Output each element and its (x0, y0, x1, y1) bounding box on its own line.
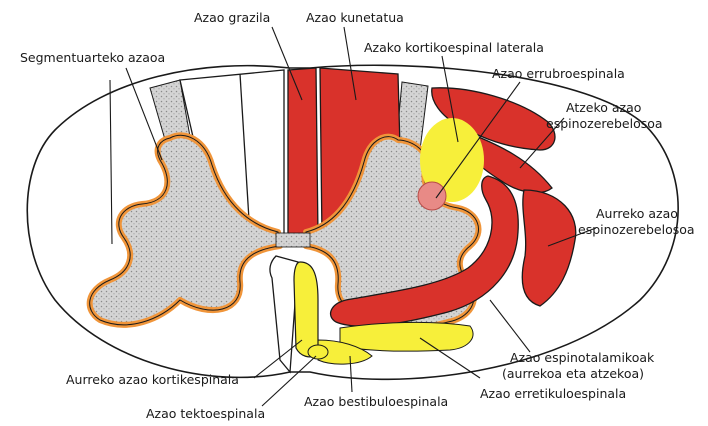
label-azao-kunetatua: Azao kunetatua (306, 10, 404, 25)
label-aurreko-kortikespinala: Aurreko azao kortikespinala (66, 372, 239, 387)
label-bestibuloespinala: Azao bestibuloespinala (304, 394, 448, 409)
label-atzeko-line1: Atzeko azao (566, 100, 641, 115)
gray-commissure (276, 233, 310, 247)
label-atzeko-line2: espinozerebelosoa (546, 116, 663, 131)
azao-errubroespinala-spot (418, 182, 446, 210)
label-kortikoespinal-laterala: Azako kortikoespinal laterala (364, 40, 544, 55)
label-erretikuloespinala: Azao erretikuloespinala (480, 386, 626, 401)
label-espinotalamikoak-line2: (aurrekoa eta atzekoa) (502, 366, 644, 381)
azao-grazila-tract (288, 68, 318, 236)
label-tektoespinala: Azao tektoespinala (146, 406, 265, 421)
azao-tektoespinala-tract (308, 345, 328, 359)
label-espinotalamikoak-line1: Azao espinotalamikoak (510, 350, 655, 365)
label-azao-grazila: Azao grazila (194, 10, 270, 25)
aurreko-kortikespinala-tract (294, 262, 318, 357)
label-segmentuarteko: Segmentuarteko azaoa (20, 50, 165, 65)
azao-erretikuloespinala-tract (340, 322, 473, 351)
label-aurreko-line2: espinozerebelosoa (578, 222, 695, 237)
label-aurreko-line1: Aurreko azao (596, 206, 678, 221)
label-errubroespinala: Azao errubroespinala (492, 66, 625, 81)
